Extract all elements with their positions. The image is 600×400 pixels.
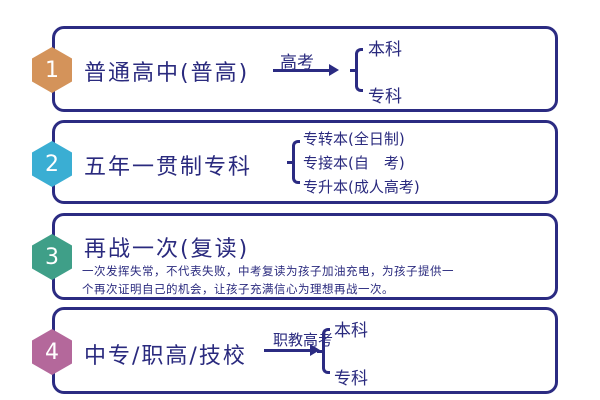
row-3-box <box>52 213 558 300</box>
row-1-arrow-label: 高考 <box>280 53 314 73</box>
row-1-option-2: 专科 <box>368 87 402 107</box>
row-2-option-3: 专升本(成人高考) <box>303 178 420 196</box>
row-3-description: 一次发挥失常，不代表失败，中考复读为孩子加油充电，为孩子提供一 个再次证明自己的… <box>82 262 552 298</box>
row-2-box <box>52 120 558 204</box>
row-2-title: 五年一贯制专科 <box>84 155 253 180</box>
row-3-title: 再战一次(复读) <box>84 237 250 262</box>
row-2-option-1: 专转本(全日制) <box>303 130 405 148</box>
number-badge-2: 2 <box>32 141 72 187</box>
description-line-2: 个再次证明自己的机会，让孩子充满信心为理想再战一次。 <box>82 282 394 296</box>
row-1-option-1: 本科 <box>368 40 402 60</box>
row-2-option-2: 专接本(自 考) <box>303 154 405 172</box>
row-1-title: 普通高中(普高) <box>84 61 250 86</box>
row-1-box <box>52 26 558 112</box>
arrow-icon <box>264 344 320 356</box>
row-4-option-2: 专科 <box>334 369 368 389</box>
row-4-title: 中专/职高/技校 <box>84 344 247 369</box>
arrow-icon <box>273 64 339 76</box>
brace-icon <box>317 328 330 374</box>
row-4-option-1: 本科 <box>334 321 368 341</box>
brace-icon <box>350 48 363 92</box>
description-line-1: 一次发挥失常，不代表失败，中考复读为孩子加油充电，为孩子提供一 <box>82 264 454 278</box>
brace-icon <box>287 140 300 184</box>
